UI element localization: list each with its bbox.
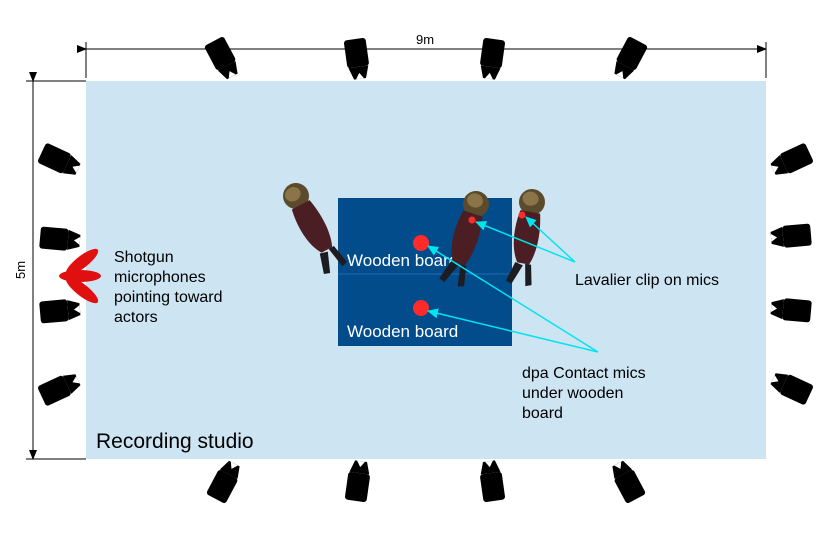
camera-icon — [39, 226, 81, 252]
camera-icon — [343, 37, 371, 81]
contact-line-1: dpa Contact mics — [522, 365, 646, 382]
camera-icon — [770, 297, 812, 323]
shotgun-annotation: Shotgun microphones pointing toward acto… — [114, 249, 227, 326]
contact-line-3: board — [522, 405, 563, 422]
shotgun-line-4: actors — [114, 309, 158, 326]
wooden-board-label-bottom: Wooden board — [347, 322, 458, 341]
camera-icon — [37, 369, 83, 407]
camera-icon — [39, 298, 81, 324]
lavalier-arrow-2 — [525, 216, 576, 263]
contact-mic-bottom — [413, 300, 429, 316]
contact-mic-top — [413, 235, 429, 251]
camera-icon — [205, 458, 245, 505]
shotgun-microphones-icon — [59, 248, 101, 304]
contact-line-2: under wooden — [522, 385, 623, 402]
contact-arrow-2 — [427, 308, 599, 353]
height-label: 5m — [13, 261, 28, 279]
shotgun-line-1: Shotgun — [114, 249, 174, 266]
contact-arrow-1 — [427, 245, 599, 353]
camera-icon — [203, 35, 243, 82]
lavalier-mic-1 — [468, 216, 476, 224]
lavalier-annotation: Lavalier clip on mics — [575, 272, 719, 289]
shotgun-line-3: pointing toward — [114, 289, 223, 306]
shotgun-line-2: microphones — [114, 269, 206, 286]
camera-icon — [478, 459, 506, 503]
camera-icon — [344, 459, 372, 503]
lavalier-mic-2 — [518, 211, 526, 219]
lavalier-arrow-1 — [475, 221, 576, 263]
camera-icon — [37, 142, 83, 180]
camera-icon — [768, 368, 814, 406]
camera-icon — [609, 35, 649, 82]
width-label: 9m — [416, 32, 434, 47]
studio-label: Recording studio — [96, 430, 254, 453]
contact-annotation: dpa Contact mics under wooden board — [522, 365, 650, 422]
wooden-board-label-top: Wooden board — [347, 251, 458, 270]
camera-icon — [478, 37, 506, 81]
camera-icon — [768, 142, 814, 180]
camera-icon — [607, 458, 647, 505]
camera-icon — [770, 223, 812, 249]
